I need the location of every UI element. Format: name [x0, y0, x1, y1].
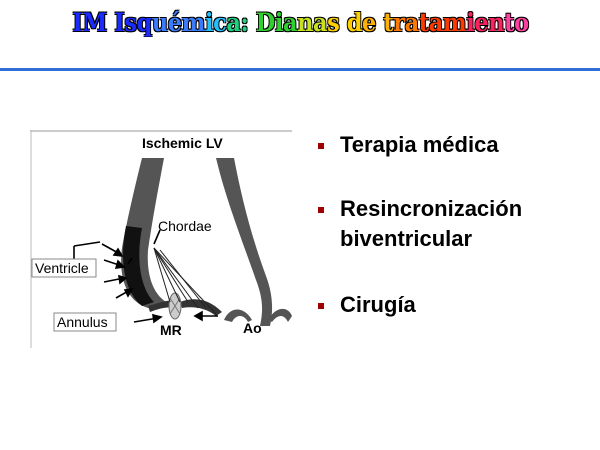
title-char: s [326, 8, 340, 37]
arrows [73, 229, 218, 324]
ischemic-segment [123, 226, 154, 306]
title-char: a [282, 8, 297, 37]
bullet-square-icon [318, 207, 324, 213]
bullet-text: Resincronización biventricular [340, 196, 523, 251]
slide-title-text: IM Isquémica: Dianas de tratamiento [71, 8, 529, 37]
ao-label: Ao [243, 320, 262, 336]
title-char: a [312, 8, 328, 37]
mitral-leaflet-anterior [180, 299, 222, 316]
title-char [106, 8, 113, 37]
chordae-label: Chordae [158, 218, 212, 234]
bullet-text: Terapia médica [340, 132, 499, 157]
title-char: n [487, 8, 504, 37]
ventricle-label: Ventricle [35, 260, 89, 276]
ischemic-lv-label: Ischemic LV [142, 135, 223, 151]
aortic-cusp [224, 309, 252, 322]
title-char: i [465, 8, 475, 37]
title-char [248, 8, 255, 37]
title-char: I [113, 8, 125, 37]
title-char: D [255, 8, 275, 37]
annulus-label-box [53, 312, 117, 332]
ischemic-lv-diagram: Ischemic LV Chordae Ventricle Annulus MR… [30, 130, 292, 348]
jet-hatch-2 [169, 297, 181, 315]
title-char: i [204, 8, 214, 37]
title-char: é [167, 8, 182, 37]
title-char: : [240, 8, 248, 37]
bullet-text: Cirugía [340, 292, 416, 317]
bullet-square-icon [318, 143, 324, 149]
title-char: t [418, 8, 429, 37]
title-char: m [181, 8, 205, 37]
diagram-svg: Ischemic LV Chordae Ventricle Annulus MR… [30, 130, 292, 348]
title-char: a [404, 8, 419, 37]
septum-wall [216, 158, 273, 326]
bullet-item: Terapia médica [318, 130, 588, 160]
title-divider [0, 68, 600, 71]
title-char [339, 8, 346, 37]
slide-title: IM Isquémica: Dianas de tratamiento [0, 8, 600, 37]
title-char: s [123, 8, 137, 37]
title-char: I [71, 8, 83, 37]
title-char: t [503, 8, 514, 37]
title-char: e [473, 8, 488, 37]
title-char: u [151, 8, 168, 37]
mr-label: MR [160, 322, 182, 338]
title-char: q [136, 8, 152, 37]
annulus-label: Annulus [57, 314, 108, 330]
ventricle-label-box [31, 258, 97, 278]
title-char: e [361, 8, 376, 37]
title-char: m [442, 8, 466, 37]
title-char [375, 8, 382, 37]
chordae-lines [153, 247, 217, 315]
bullet-item: Cirugía [318, 290, 588, 320]
title-char: a [225, 8, 241, 37]
title-char: t [382, 8, 393, 37]
title-char: M [81, 8, 107, 37]
title-char: c [212, 8, 227, 37]
treatment-targets-list: Terapia médica Resincronización biventri… [318, 130, 588, 320]
aortic-cusp-right [268, 308, 292, 322]
title-char: n [296, 8, 313, 37]
bullet-square-icon [318, 303, 324, 309]
title-char: o [513, 8, 529, 37]
title-char: i [274, 8, 283, 37]
title-char: a [428, 8, 443, 37]
bullet-item: Resincronización biventricular [318, 194, 588, 254]
title-char: d [346, 8, 362, 37]
title-char: r [392, 8, 405, 37]
